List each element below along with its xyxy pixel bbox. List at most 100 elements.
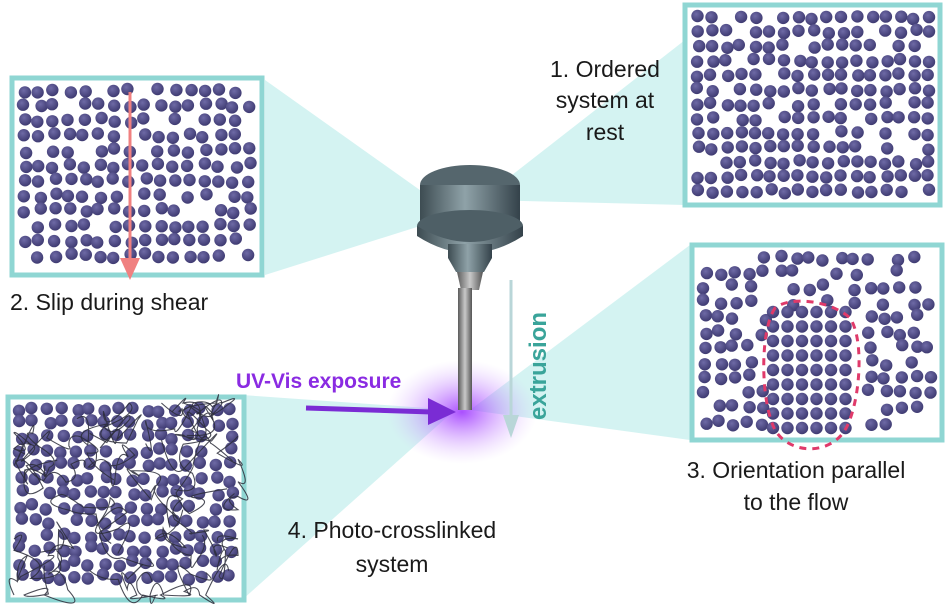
particle: [156, 416, 169, 430]
particle: [821, 38, 834, 51]
particle: [211, 471, 224, 484]
panel-2-particles: [16, 82, 257, 265]
particle: [721, 99, 735, 112]
particle: [137, 472, 150, 485]
particle: [696, 293, 710, 306]
particle: [27, 443, 40, 456]
particle: [778, 187, 791, 200]
particle: [781, 305, 794, 319]
crosslink-strand: [174, 411, 212, 492]
particle: [806, 128, 820, 141]
particle: [837, 155, 850, 168]
particle: [729, 328, 743, 341]
particle: [806, 185, 819, 199]
particle: [822, 110, 835, 124]
particle: [893, 52, 907, 66]
particle: [849, 39, 862, 52]
particle: [223, 475, 236, 489]
particle: [152, 405, 165, 418]
particle: [824, 392, 838, 406]
particle: [166, 558, 179, 571]
particle: [775, 264, 788, 277]
particle: [863, 171, 876, 184]
particle: [791, 139, 804, 152]
crosslink-strand: [154, 509, 206, 569]
particle: [156, 545, 169, 558]
particle: [244, 202, 257, 215]
particle: [140, 502, 154, 516]
particle: [864, 155, 877, 168]
particle: [908, 39, 921, 53]
uv-exposure-label: UV-Vis exposure: [236, 370, 401, 393]
particle: [142, 405, 155, 418]
particle: [54, 456, 68, 469]
crosslink-strand: [89, 402, 133, 445]
particle: [112, 457, 125, 471]
particle: [703, 68, 717, 81]
particle: [835, 56, 849, 69]
particle: [139, 556, 152, 570]
particle: [696, 282, 710, 295]
particle: [183, 233, 196, 247]
particle: [745, 294, 758, 307]
particle: [85, 514, 98, 527]
particle: [19, 113, 32, 126]
particle: [711, 310, 724, 323]
particle: [735, 140, 749, 153]
panel-1-label-line-1: 1. Ordered: [550, 56, 660, 82]
particle: [170, 499, 183, 512]
particle: [55, 414, 68, 427]
crosslink-strand: [23, 459, 86, 483]
particle: [141, 513, 154, 527]
particle: [824, 363, 838, 377]
particle: [691, 171, 704, 185]
particle: [34, 202, 47, 215]
particle: [127, 514, 140, 527]
particle: [908, 298, 921, 312]
particle: [142, 459, 155, 472]
panel-4-label-line-2: system: [356, 551, 429, 577]
particle: [810, 407, 823, 420]
particle: [850, 169, 864, 183]
particle: [763, 170, 776, 183]
particle: [880, 85, 893, 98]
particle: [728, 371, 742, 384]
particle: [34, 191, 48, 205]
particle: [747, 52, 760, 66]
particle: [808, 41, 821, 54]
particle: [743, 368, 756, 381]
crosslink-strand: [89, 565, 212, 604]
particle: [40, 402, 53, 415]
particle: [751, 169, 764, 182]
particle: [816, 278, 830, 291]
particle: [836, 141, 849, 154]
particle: [791, 128, 804, 141]
particle: [139, 489, 152, 502]
particle: [776, 128, 790, 141]
particle: [907, 326, 920, 339]
particle: [691, 98, 704, 111]
particle: [714, 341, 727, 354]
particle: [807, 98, 820, 111]
particle: [865, 185, 878, 199]
particle: [155, 503, 168, 516]
particle: [781, 407, 794, 420]
particle: [152, 250, 165, 264]
particle: [810, 349, 823, 362]
particle: [690, 70, 704, 84]
particle: [922, 143, 935, 156]
particle: [823, 140, 836, 153]
crosslink-strand: [20, 430, 115, 481]
particle: [153, 188, 166, 201]
particle: [781, 378, 794, 391]
particle: [877, 372, 890, 385]
particle: [894, 26, 908, 39]
particle: [816, 254, 829, 267]
particle: [228, 114, 242, 127]
particle: [895, 401, 909, 414]
particle: [781, 363, 794, 377]
particle: [730, 297, 743, 310]
particle: [170, 83, 183, 97]
crosslink-strand: [166, 495, 228, 557]
particle: [795, 320, 809, 333]
